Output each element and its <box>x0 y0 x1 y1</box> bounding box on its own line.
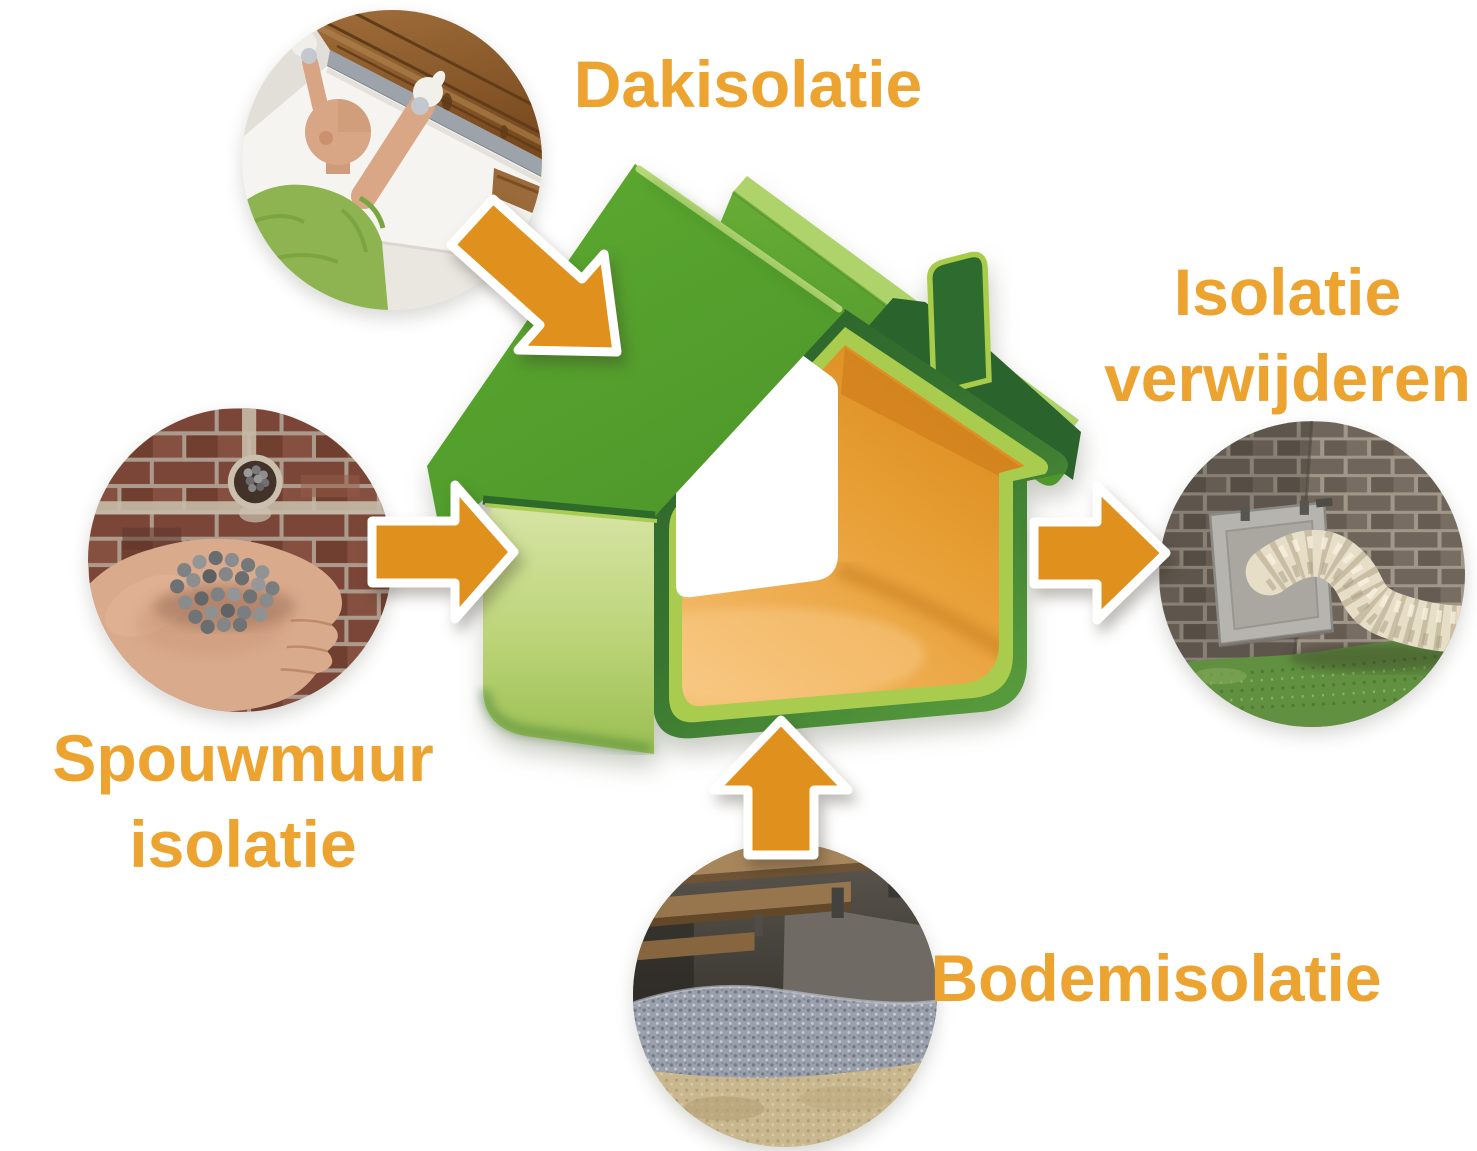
arrow-bodemisolatie <box>709 715 853 860</box>
hand-with-beads <box>88 538 342 712</box>
label-spouwmuur-isolatie[interactable]: Spouwmuur isolatie <box>23 716 463 888</box>
arrow-spouwmuur <box>367 480 519 624</box>
removal-photo-illustration <box>1159 421 1465 727</box>
roof-valley <box>865 298 1081 480</box>
label-dakisolatie[interactable]: Dakisolatie <box>573 47 923 121</box>
floor-photo-illustration <box>633 843 937 1147</box>
house-cross-section-inner <box>669 327 1049 723</box>
suction-hose <box>1245 529 1465 653</box>
roof-photo-illustration <box>242 10 542 310</box>
concrete-wall <box>782 901 937 1021</box>
left-wall-face <box>480 494 655 754</box>
photo-spouwmuur-isolatie[interactable] <box>88 408 392 712</box>
granule-layer <box>633 984 937 1082</box>
sandy-ground <box>633 1059 937 1147</box>
wall-photo-illustration <box>88 408 392 712</box>
label-line: Spouwmuur <box>52 721 434 795</box>
photo-bodemisolatie[interactable] <box>633 843 937 1147</box>
chimney <box>927 251 992 398</box>
photo-isolatie-verwijderen[interactable] <box>1159 421 1465 727</box>
label-line: verwijderen <box>1104 340 1471 415</box>
house-illustration <box>427 164 1081 754</box>
label-bodemisolatie[interactable]: Bodemisolatie <box>930 941 1382 1015</box>
label-line: isolatie <box>129 806 357 881</box>
insulation-beads-pile <box>170 550 280 634</box>
photo-dakisolatie[interactable] <box>242 10 542 310</box>
grey-insulation-strip <box>327 50 542 178</box>
back-roof-panel <box>719 176 1079 486</box>
label-line: Isolatie <box>1173 255 1402 329</box>
label-isolatie-verwijderen[interactable]: Isolatie verwijderen <box>1098 250 1477 422</box>
door-opening <box>676 337 838 598</box>
house-cross-section-outer <box>653 309 1068 739</box>
house-interior <box>682 345 1025 707</box>
arrow-verwijderen <box>1029 481 1171 625</box>
drill-hole-with-beads <box>227 454 283 523</box>
